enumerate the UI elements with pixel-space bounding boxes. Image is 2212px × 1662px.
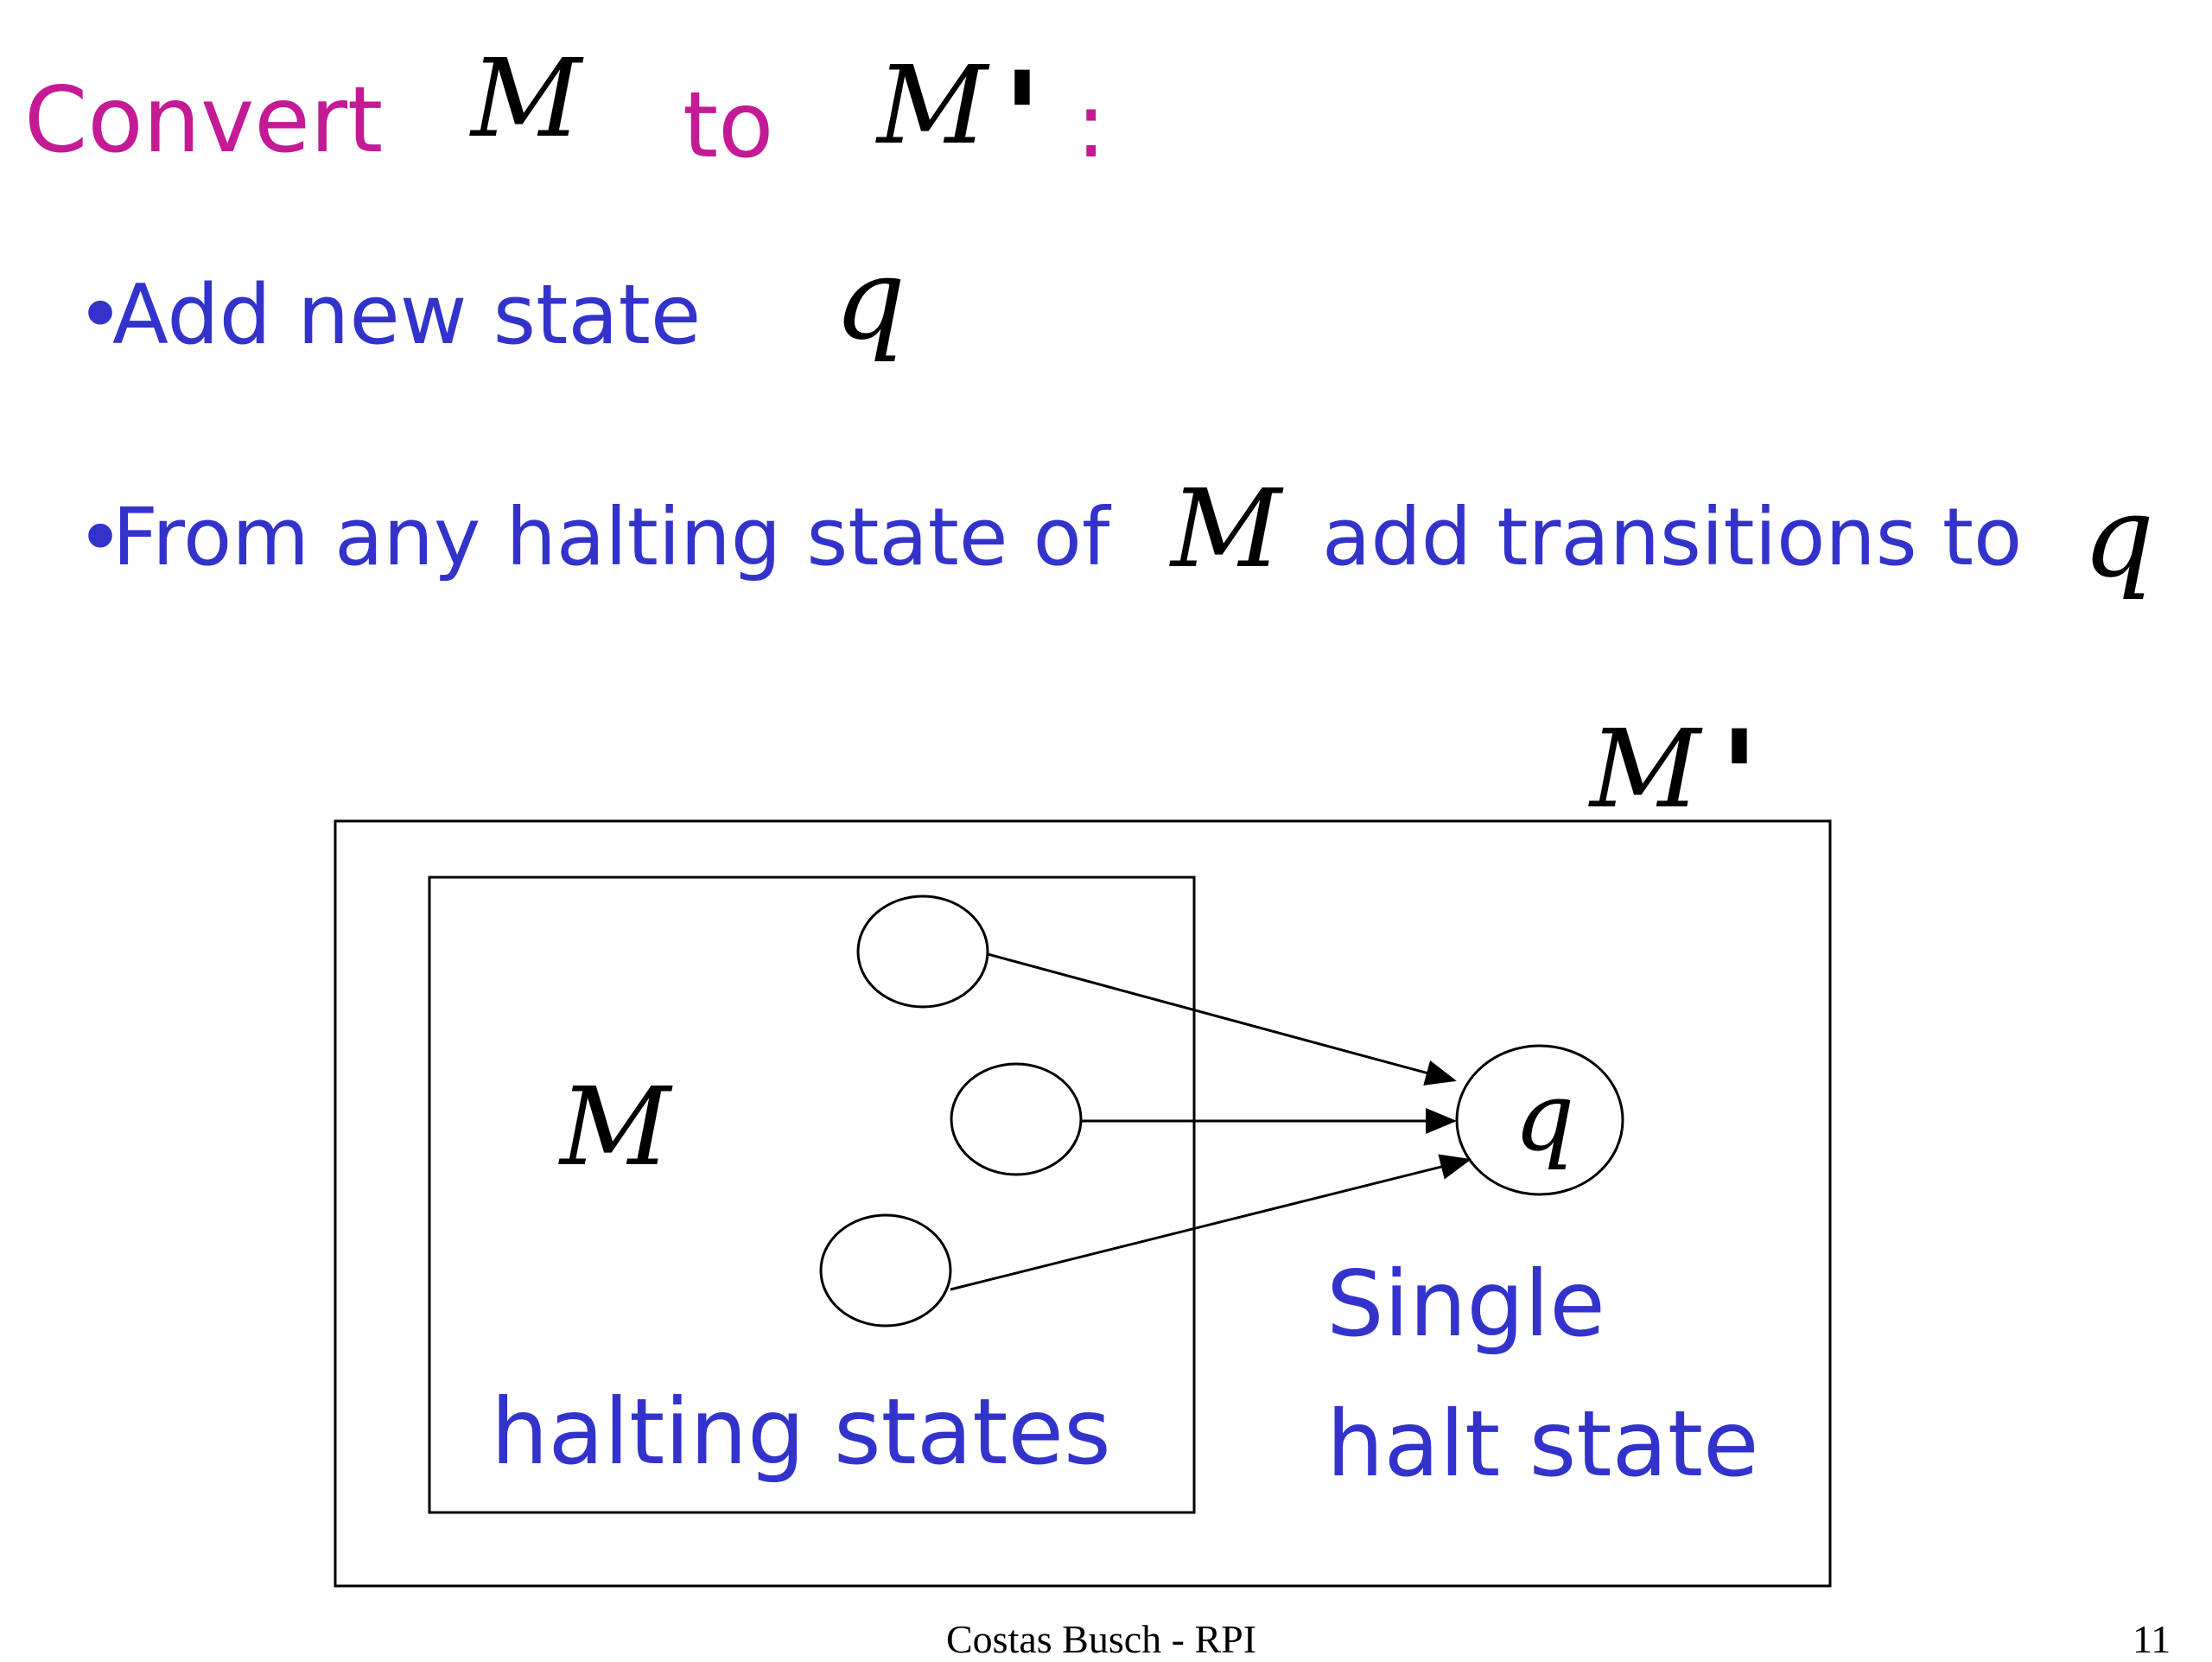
single-halt-state-line2: halt state [1326, 1391, 1759, 1497]
bullet-2-text-after: add transitions to [1322, 491, 2023, 583]
footer-author: Costas Busch - RPI [946, 1617, 1257, 1661]
transition-arrow-bottom [950, 1154, 1471, 1291]
final-state-q [1455, 1044, 1624, 1196]
page-number: 11 [2133, 1617, 2171, 1661]
final-state-label: q [1514, 1061, 1575, 1172]
outer-machine-prime: ' [1719, 702, 1759, 854]
halting-state-bottom [819, 1213, 952, 1328]
halting-state-top [856, 895, 989, 1009]
halting-states-caption: halting states [491, 1379, 1111, 1485]
title-machine-m: M [471, 36, 582, 162]
bullet-1-marker: • [76, 268, 125, 363]
title-convert: Convert [24, 67, 384, 173]
outer-machine-label: M [1590, 707, 1700, 832]
single-halt-state-line1: Single [1326, 1251, 1605, 1357]
inner-machine-label: M [560, 1065, 671, 1190]
inner-machine-box [428, 876, 1196, 1514]
bullet-2-symbol-q: q [2082, 471, 2155, 602]
title-colon: : [1076, 73, 1107, 178]
bullet-2-text-before: From any halting state of [112, 491, 1110, 583]
transition-arrow-top [987, 952, 1457, 1086]
outer-machine-box [334, 819, 1832, 1588]
title-to: to [683, 73, 774, 178]
title-machine-m-prime: M [877, 43, 988, 169]
bullet-1-symbol-q: q [834, 233, 906, 365]
halting-state-middle [950, 1062, 1083, 1176]
title-prime-mark: ' [1002, 43, 1042, 195]
bullet-1-text: Add new state [112, 268, 702, 363]
bullet-2-marker: • [76, 491, 125, 586]
bullet-2-machine-m: M [1171, 467, 1281, 592]
